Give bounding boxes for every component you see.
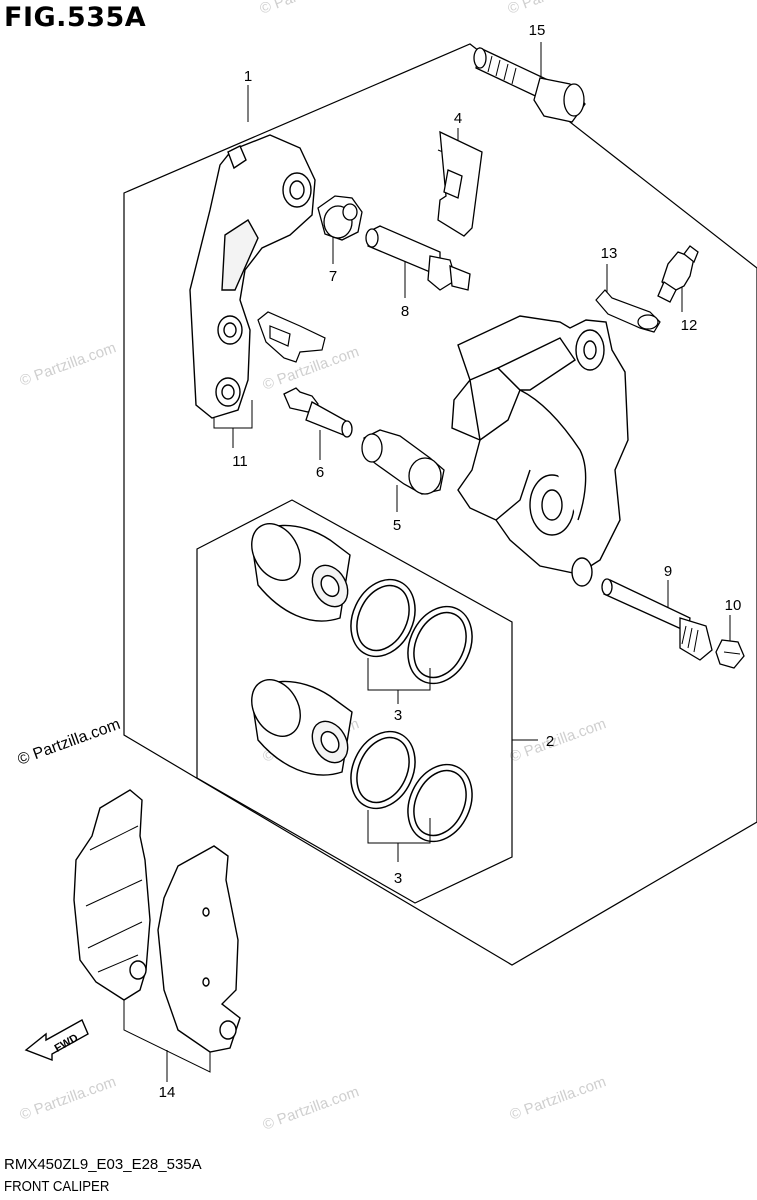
pad-spring: [257, 311, 326, 363]
seals: [350, 578, 473, 843]
assembly-box-2: [196, 499, 513, 904]
leader-lines: [123, 42, 731, 1082]
watermark: © Partzilla.com: [508, 1073, 609, 1124]
callout-7: 7: [329, 268, 337, 285]
watermark: © Partzilla.com: [261, 1083, 362, 1134]
bolt-15: [473, 47, 586, 123]
callout-1: 1: [244, 68, 252, 85]
cap-10: [715, 639, 745, 669]
caliper-body: [451, 315, 629, 587]
piston-lower: [251, 679, 353, 776]
cap-13: [595, 289, 661, 333]
watermark: © Partzilla.com: [258, 0, 359, 18]
callout-14: 14: [159, 1084, 176, 1101]
assembly-box-1: [123, 43, 757, 966]
callout-11: 11: [232, 453, 248, 470]
figure-code: RMX450ZL9_E03_E28_535A: [4, 1156, 202, 1173]
callout-9: 9: [664, 563, 672, 580]
pin-6: [283, 387, 353, 438]
watermark: © Partzilla.com: [18, 339, 119, 390]
watermark: © Partzilla.com: [506, 0, 607, 18]
brake-pad-rear: [157, 845, 241, 1053]
callout-3-lower: 3: [394, 870, 402, 887]
brake-pad-front: [73, 789, 151, 1001]
pad-plate: [437, 130, 483, 237]
piston-upper: [251, 523, 351, 622]
boot-7: [317, 195, 363, 241]
callout-3-upper: 3: [394, 707, 402, 724]
boot-5: [361, 429, 445, 495]
callout-5: 5: [393, 517, 401, 534]
bleed-screw: [657, 245, 699, 303]
callout-13: 13: [601, 245, 618, 262]
callout-10: 10: [725, 597, 742, 614]
watermark: © Partzilla.com: [18, 1073, 119, 1124]
callout-2: 2: [546, 733, 554, 750]
callout-6: 6: [316, 464, 324, 481]
watermark-dark: © Partzilla.com: [16, 716, 123, 769]
callout-4: 4: [454, 110, 462, 127]
caliper-bracket: [189, 134, 316, 419]
pin-9: [601, 578, 713, 661]
callout-15: 15: [529, 22, 546, 39]
callouts: 1 2 3 3 4 5 6 7 8 9 10 11 12 13 14 15: [159, 22, 742, 1101]
figure-title: FIG.535A: [4, 2, 147, 33]
figure-name: FRONT CALIPER: [4, 1178, 110, 1195]
callout-12: 12: [681, 317, 698, 334]
fwd-arrow: FWD: [24, 1019, 89, 1062]
pin-8: [365, 225, 471, 291]
callout-8: 8: [401, 303, 409, 320]
